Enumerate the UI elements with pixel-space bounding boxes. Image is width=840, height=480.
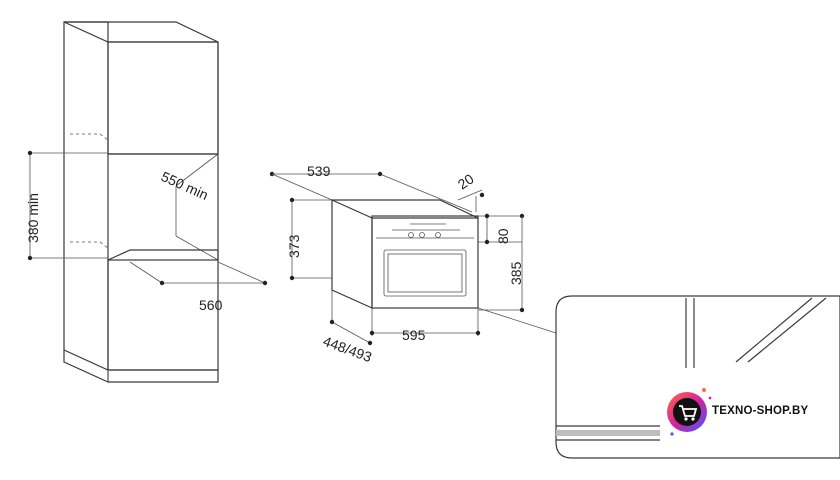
label-oven-total-depth: 448/493 bbox=[321, 333, 374, 365]
dim-oven-total-depth: 448/493 bbox=[321, 290, 374, 365]
label-niche-width: 560 bbox=[199, 297, 223, 313]
dim-panel-height: 80 bbox=[478, 213, 525, 245]
label-oven-body-height: 373 bbox=[286, 234, 302, 258]
dim-oven-body-height: 373 bbox=[286, 197, 332, 281]
brand-logo: TEXNO-SHOP.BY bbox=[662, 378, 840, 448]
label-oven-depth: 539 bbox=[307, 163, 331, 179]
oven bbox=[331, 199, 479, 309]
label-panel-height: 80 bbox=[495, 228, 511, 244]
label-front-thickness: 20 bbox=[455, 170, 477, 192]
dim-oven-width: 595 bbox=[369, 308, 481, 343]
label-niche-height: 380 min bbox=[25, 193, 41, 243]
brand-name: TEXNO-SHOP.BY bbox=[712, 405, 809, 417]
dim-niche-depth: 550 min bbox=[159, 168, 211, 203]
tall-cabinet bbox=[63, 21, 219, 383]
label-niche-depth: 550 min bbox=[159, 168, 211, 203]
dim-niche-height: 380 min bbox=[25, 150, 108, 261]
detail-callout bbox=[477, 295, 840, 459]
label-front-height: 385 bbox=[508, 261, 524, 285]
dim-oven-depth: 539 bbox=[269, 163, 473, 213]
dim-niche-width: 560 bbox=[129, 261, 268, 313]
dim-front-thickness: 20 bbox=[455, 170, 485, 212]
label-oven-width: 595 bbox=[402, 327, 426, 343]
